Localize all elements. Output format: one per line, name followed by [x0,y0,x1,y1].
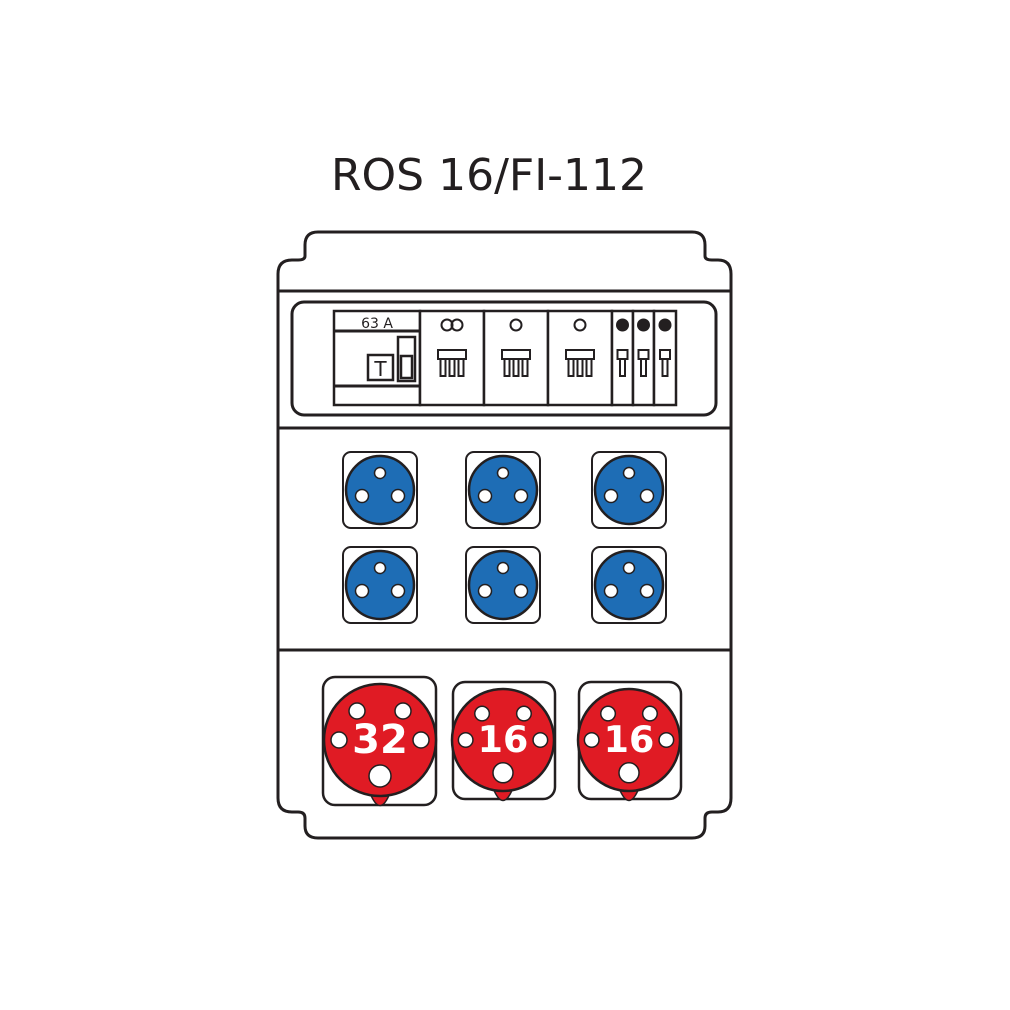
rcd-lever[interactable] [399,354,414,380]
breaker-toggle-lever[interactable] [503,358,511,377]
socket-pin-hole [457,731,474,749]
socket-pin-hole [622,561,636,575]
blue-socket[interactable] [591,451,667,529]
blue-socket[interactable] [465,546,541,624]
breaker-module[interactable] [482,309,550,407]
socket-pin-hole [639,583,655,599]
breaker-toggle-head[interactable] [616,349,629,360]
breaker-toggle-lever[interactable] [512,358,520,377]
socket-pin-hole [477,488,493,504]
socket-pin-hole [477,583,493,599]
socket-pin-hole [354,583,370,599]
socket-pin-hole [496,466,510,480]
socket-pin-hole [373,466,387,480]
socket-pin-hole [368,764,392,788]
socket-face [467,549,539,621]
breaker-toggle-lever[interactable] [619,358,626,377]
rcd-test-label: T [373,357,387,381]
ring-indicator-icon [450,318,464,332]
dot-indicator-icon [637,318,650,332]
breaker-toggle-head[interactable] [659,349,671,360]
main-switch-label: 63 A [361,316,393,332]
socket-rating-label: 16 [478,718,529,761]
socket-pin-hole [515,705,532,722]
socket-face [593,549,665,621]
red-socket-16a[interactable]: 16 [576,680,683,802]
red-socket-row: 32 16 16 [321,675,683,807]
socket-face [467,454,539,526]
rcd-test-button[interactable] [366,353,395,382]
breaker-module[interactable] [418,309,486,407]
enclosure-outline [276,230,733,840]
breaker-toggle-lever[interactable] [439,358,447,377]
socket-pin-hole [618,762,640,784]
socket-pin-hole [390,583,406,599]
breaker-toggle-bar[interactable] [501,349,531,360]
socket-face [344,454,416,526]
socket-pin-hole [603,488,619,504]
breaker-module[interactable] [610,309,635,407]
socket-face [344,549,416,621]
red-socket-32a[interactable]: 32 [321,675,438,807]
socket-pin-hole [600,705,617,722]
breaker-toggle-lever[interactable] [640,358,647,377]
socket-pin-hole [639,488,655,504]
socket-pin-hole [603,583,619,599]
breaker-toggle-lever[interactable] [585,358,593,377]
blue-socket[interactable] [342,451,418,529]
blue-socket[interactable] [591,546,667,624]
socket-pin-hole [496,561,510,575]
breaker-window [290,300,718,417]
socket-pin-hole [412,731,430,749]
ring-indicator-icon [573,318,587,332]
socket-rating-label: 32 [352,717,408,763]
breaker-toggle-lever[interactable] [521,358,529,377]
socket-pin-hole [513,488,529,504]
socket-pin-hole [532,731,549,749]
breaker-toggle-lever[interactable] [448,358,456,377]
diagram-title: ROS 16/FI-112 [331,150,647,201]
breaker-module[interactable] [546,309,614,407]
breaker-toggle-head[interactable] [637,349,650,360]
socket-pin-hole [641,705,658,722]
ring-indicator-icon [509,318,523,332]
socket-rating-label: 16 [604,718,655,761]
breaker-toggle-lever[interactable] [457,358,465,377]
socket-pin-hole [474,705,491,722]
socket-pin-hole [492,762,514,784]
breaker-toggle-lever[interactable] [661,358,669,377]
socket-pin-hole [390,488,406,504]
breaker-row: 63 A T [332,309,678,407]
breaker-module[interactable] [631,309,656,407]
breaker-toggle-bar[interactable] [437,349,467,360]
socket-pin-hole [583,731,600,749]
breaker-module[interactable] [652,309,678,407]
socket-pin-hole [622,466,636,480]
socket-pin-hole [373,561,387,575]
dot-indicator-icon [658,318,672,332]
socket-pin-hole [394,702,412,720]
socket-pin-hole [354,488,370,504]
blue-socket-grid [342,451,667,624]
dot-indicator-icon [616,318,629,332]
socket-pin-hole [513,583,529,599]
blue-socket[interactable] [342,546,418,624]
socket-pin-hole [658,731,675,749]
socket-pin-hole [348,702,366,720]
socket-pin-hole [330,731,348,749]
breaker-toggle-lever[interactable] [576,358,584,377]
breaker-toggle-lever[interactable] [567,358,575,377]
blue-socket[interactable] [465,451,541,529]
socket-face [593,454,665,526]
red-socket-16a[interactable]: 16 [450,680,557,802]
breaker-toggle-bar[interactable] [565,349,595,360]
